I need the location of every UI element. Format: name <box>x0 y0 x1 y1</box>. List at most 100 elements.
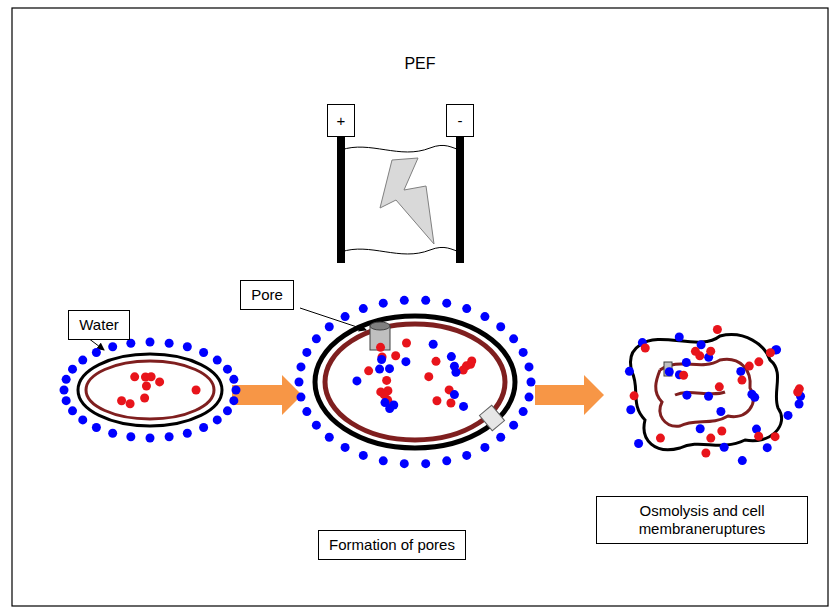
polarity-box: - <box>446 104 474 137</box>
molecule-dot <box>155 377 164 386</box>
frame <box>12 8 828 606</box>
molecule-dot <box>385 364 394 373</box>
molecule-dot <box>691 347 700 356</box>
molecule-dot <box>713 325 722 334</box>
molecule-dot <box>754 432 763 441</box>
molecule-dot <box>519 407 528 416</box>
molecule-dot <box>720 443 729 452</box>
molecule-dot <box>750 393 759 402</box>
field-line <box>341 247 460 254</box>
molecule-dot <box>341 312 350 321</box>
molecule-dot <box>183 429 192 438</box>
molecule-dot <box>421 459 430 468</box>
molecule-dot <box>424 372 433 381</box>
molecule-dot <box>223 406 232 415</box>
molecule-dot <box>359 451 368 460</box>
molecule-dot <box>379 299 388 308</box>
molecule-dot <box>341 443 350 452</box>
molecule-dot <box>679 371 688 380</box>
molecule-dot <box>302 407 311 416</box>
node-text: + <box>337 112 346 130</box>
molecule-dot <box>480 443 489 452</box>
node-text: Water <box>79 316 118 334</box>
field-line <box>341 145 460 152</box>
molecule-dot <box>325 433 334 442</box>
molecule-dot <box>738 456 747 465</box>
molecule-dot <box>450 390 459 399</box>
molecule-dot <box>737 376 746 385</box>
molecule-dot <box>199 423 208 432</box>
molecule-dot <box>382 376 391 385</box>
molecule-dot <box>771 432 780 441</box>
molecule-dot <box>704 392 713 401</box>
molecule-dot <box>701 449 710 458</box>
molecule-dot <box>784 411 793 420</box>
node-text: - <box>458 112 463 130</box>
molecule-dot <box>696 424 705 433</box>
molecule-dot <box>706 434 715 443</box>
molecule-dot <box>126 399 135 408</box>
molecule-dot <box>795 399 804 408</box>
molecule-dot <box>165 432 174 441</box>
molecule-dot <box>626 405 635 414</box>
molecule-dot <box>325 322 334 331</box>
molecule-dot <box>432 357 441 366</box>
cell-wall <box>315 316 515 448</box>
molecule-dot <box>359 304 368 313</box>
molecule-dot <box>68 365 77 374</box>
molecule-dot <box>717 427 726 436</box>
molecule-dot <box>108 342 117 351</box>
molecule-dot <box>716 407 725 416</box>
callout-box: Pore <box>240 280 294 310</box>
process-arrow <box>535 375 604 415</box>
molecule-dot <box>142 382 151 391</box>
molecule-dot <box>675 333 684 342</box>
molecule-dot <box>459 402 468 411</box>
molecule-dot <box>379 456 388 465</box>
molecule-dot <box>312 334 321 343</box>
molecule-dot <box>302 348 311 357</box>
molecule-dot <box>213 356 222 365</box>
molecule-dot <box>641 344 650 353</box>
molecule-dot <box>400 296 409 305</box>
molecule-dot <box>656 434 665 443</box>
molecule-dot <box>736 367 745 376</box>
molecule-dot <box>126 432 135 441</box>
molecule-dot <box>165 339 174 348</box>
molecule-dot <box>462 304 471 313</box>
caption-box: Formation of pores <box>318 530 466 560</box>
electrode <box>337 137 345 263</box>
callout-box: Water <box>68 310 130 340</box>
molecule-dot <box>389 400 398 409</box>
molecule-dot <box>147 372 156 381</box>
molecule-dot <box>192 386 201 395</box>
molecule-dot <box>62 396 71 405</box>
molecule-dot <box>391 351 400 360</box>
molecule-dot <box>377 355 386 364</box>
molecule-dot <box>480 312 489 321</box>
molecule-dot <box>223 365 232 374</box>
molecule-dot <box>130 372 139 381</box>
molecule-dot <box>400 459 409 468</box>
molecule-dot <box>295 378 304 387</box>
molecule-dot <box>92 348 101 357</box>
polarity-box: + <box>327 104 355 137</box>
molecule-dot <box>213 415 222 424</box>
molecule-dot <box>183 342 192 351</box>
molecule-dot <box>525 393 534 402</box>
molecules <box>60 296 806 468</box>
molecule-dot <box>92 423 101 432</box>
molecule-dot <box>380 390 389 399</box>
molecule-dot <box>442 299 451 308</box>
molecule-dot <box>451 368 460 377</box>
ruptured-membrane <box>656 359 754 426</box>
pore <box>479 405 504 431</box>
molecule-dot <box>78 415 87 424</box>
molecule-dot <box>375 365 384 374</box>
molecule-dot <box>634 439 643 448</box>
node-text: Formation of pores <box>329 536 455 554</box>
molecule-dot <box>467 356 476 365</box>
node-text: Pore <box>251 286 283 304</box>
molecule-dot <box>312 421 321 430</box>
